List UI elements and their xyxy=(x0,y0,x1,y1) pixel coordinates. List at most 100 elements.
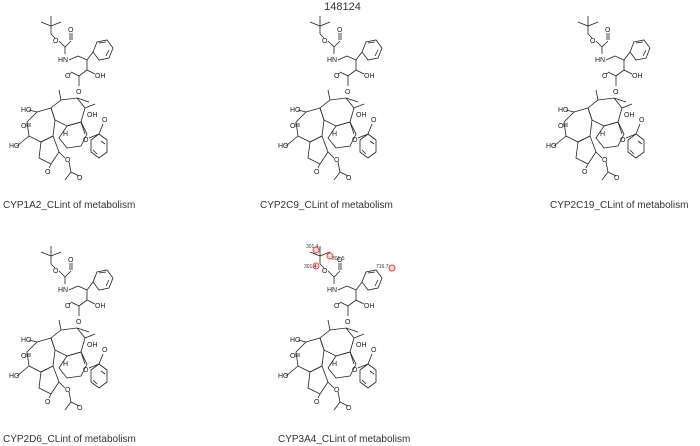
atom-label: O xyxy=(65,73,71,80)
tert-butyl-group xyxy=(40,16,62,34)
panel-cyp2c19: O O HN OH O O OH HO O HO H O O O O O xyxy=(540,12,700,212)
atom-label: H xyxy=(332,131,337,138)
atom-label: O xyxy=(102,347,108,354)
highlight-score: 301.5 xyxy=(332,256,345,262)
atom-label: OH xyxy=(364,303,375,310)
atom-label: HO xyxy=(546,143,557,150)
atom-label: HO xyxy=(558,107,569,114)
panel-caption: CYP3A4_CLint of metabolism xyxy=(278,434,411,445)
atom-label: O xyxy=(352,137,358,144)
atom-label: OH xyxy=(95,73,106,80)
atom-label: O xyxy=(102,117,108,124)
highlight-score: 301.4 xyxy=(304,264,317,270)
atom-label: O xyxy=(605,27,611,34)
atom-label: O xyxy=(334,303,340,310)
atom-label: HO xyxy=(278,143,289,150)
atom-label: HO xyxy=(278,373,289,380)
site-of-metabolism-overlay: 301.4 301.5 301.4 716.7 xyxy=(304,244,396,272)
highlight-marker xyxy=(388,264,396,272)
atom-label: O xyxy=(602,157,608,164)
panel-cyp2d6: O O HN OH O O OH HO O HO H O O O O O xyxy=(3,242,163,445)
molecule-structure: O O HN OH O O OH HO O HO H O O O O O xyxy=(278,16,383,182)
atom-label: H xyxy=(63,131,68,138)
atom-label: O xyxy=(290,353,296,360)
compound-id: 148124 xyxy=(324,1,361,13)
atom-label: O xyxy=(352,367,358,374)
highlight-marker xyxy=(312,246,320,254)
atom-label: HN xyxy=(58,57,68,64)
panel-cyp2c9: O O HN OH O O OH HO O HO H O O O O O xyxy=(260,12,432,212)
atom-label: O xyxy=(345,319,351,326)
atom-label: O xyxy=(590,38,596,45)
atom-label: O xyxy=(314,399,320,406)
atom-label: O xyxy=(346,175,352,182)
atom-label: O xyxy=(76,319,82,326)
molecule-structure: O O HN OH O O OH HO O HO H O O O O O xyxy=(278,246,383,412)
atom-label: O xyxy=(21,123,27,130)
atom-label: O xyxy=(322,38,328,45)
atom-label: O xyxy=(45,169,51,176)
atom-label: O xyxy=(314,169,320,176)
atom-label: O xyxy=(77,405,83,412)
atom-label: O xyxy=(558,123,564,130)
atom-label: O xyxy=(290,123,296,130)
atom-label: HO xyxy=(290,337,301,344)
panel-cyp3a4: O O HN OH O O OH HO O HO H O O O O O xyxy=(272,242,432,445)
atom-label: O xyxy=(76,89,82,96)
atom-label: O xyxy=(337,257,343,264)
atom-label: OH xyxy=(87,112,98,119)
atom-label: OH xyxy=(632,73,643,80)
atom-label: HN xyxy=(327,287,337,294)
molecule-structure: O O HN OH O O OH HO O HO H O O O O O xyxy=(9,246,114,412)
atom-label: HO xyxy=(9,373,20,380)
atom-label: O xyxy=(83,137,89,144)
atom-label: H xyxy=(63,361,68,368)
tert-butyl-group xyxy=(309,246,331,264)
atom-label: O xyxy=(68,27,74,34)
atom-label: O xyxy=(334,157,340,164)
atom-label: O xyxy=(65,157,71,164)
panel-caption: CYP2C9_CLint of metabolism xyxy=(260,200,393,211)
atom-label: O xyxy=(334,73,340,80)
highlight-score: 716.7 xyxy=(376,264,389,270)
atom-label: O xyxy=(345,89,351,96)
atom-label: OH xyxy=(87,342,98,349)
atom-label: O xyxy=(602,73,608,80)
atom-label: O xyxy=(582,169,588,176)
molecule-structure: O O HN OH O O OH HO O HO H O O O O O xyxy=(546,16,651,182)
atom-label: O xyxy=(65,303,71,310)
atom-label: O xyxy=(322,268,328,275)
atom-label: O xyxy=(614,175,620,182)
highlight-score: 301.4 xyxy=(306,244,319,250)
panel-caption: CYP2D6_CLint of metabolism xyxy=(3,434,136,445)
tert-butyl-group xyxy=(309,16,331,34)
atom-label: O xyxy=(68,257,74,264)
atom-label: OH xyxy=(356,112,367,119)
atom-label: H xyxy=(332,361,337,368)
atom-label: HO xyxy=(9,143,20,150)
atom-label: HO xyxy=(290,107,301,114)
highlight-marker xyxy=(312,262,320,270)
atom-label: O xyxy=(65,387,71,394)
atom-label: HO xyxy=(21,337,32,344)
atom-label: O xyxy=(613,89,619,96)
atom-label: O xyxy=(45,399,51,406)
atom-label: O xyxy=(83,367,89,374)
atom-label: O xyxy=(620,137,626,144)
panel-caption: CYP2C19_CLint of metabolism xyxy=(550,200,689,211)
atom-label: HN xyxy=(595,57,605,64)
atom-label: OH xyxy=(364,73,375,80)
tert-butyl-group xyxy=(40,246,62,264)
atom-label: O xyxy=(334,387,340,394)
atom-label: O xyxy=(346,405,352,412)
panel-cyp1a2: O O HN OH O O OH HO O HO H O O O O O xyxy=(3,12,163,212)
atom-label: HO xyxy=(21,107,32,114)
atom-label: HN xyxy=(327,57,337,64)
atom-label: O xyxy=(371,347,377,354)
atom-label: O xyxy=(53,268,59,275)
atom-label: OH xyxy=(95,303,106,310)
atom-label: O xyxy=(77,175,83,182)
atom-label: H xyxy=(600,131,605,138)
atom-label: O xyxy=(371,117,377,124)
panel-caption: CYP1A2_CLint of metabolism xyxy=(3,200,136,211)
